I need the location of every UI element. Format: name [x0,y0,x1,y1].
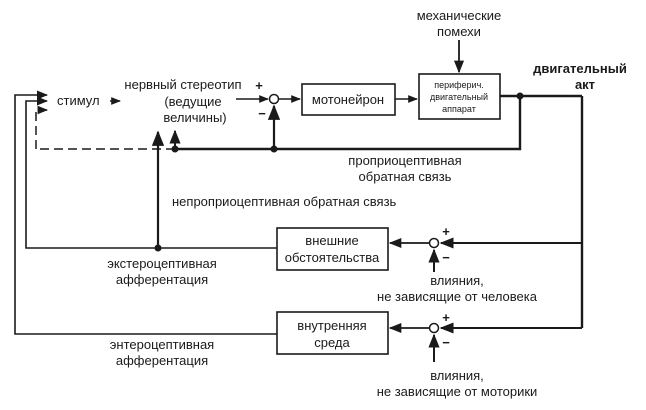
plus-sign-stereotype: + [255,78,263,93]
stereotype-label-1: нервный стереотип [124,77,241,92]
entero-label-1: энтероцептивная [110,337,214,352]
stereotype-label-2: (ведущие [164,94,221,109]
dashed-to-stimulus-line [35,105,49,149]
plus-sign-external: + [442,224,450,239]
proprio-label-2: обратная связь [359,169,452,184]
motor-act-label-1: двигательный [533,61,627,76]
nonproprio-label: непроприоцептивная обратная связь [172,194,397,209]
motor-act-label-2: акт [575,77,595,92]
peripheral-label-2: двигательный [430,92,488,102]
mechanical-noise-label-2: помехи [437,24,481,39]
entero-loop-line [14,90,277,335]
comparator-stereotype [268,93,280,105]
external-circumstances-box [276,227,389,271]
external-label-1: внешние [305,233,358,248]
stereotype-label-3: величины) [163,110,226,125]
internal-label-2: среда [314,335,350,350]
peripheral-label-3: аппарат [442,104,476,114]
internal-environment-box [276,311,389,355]
influence-human-label-1: влияния, [430,273,484,288]
proprio-label-1: проприоцептивная [348,153,461,168]
proprioceptive-feedback-line [175,99,522,151]
comparator-internal [428,322,440,334]
external-label-2: обстоятельства [285,250,380,265]
internal-label-1: внутренняя [297,318,366,333]
stimulus-label: стимул [57,93,100,108]
influence-human-label-2: не зависящие от человека [377,289,538,304]
minus-sign-stereotype: − [258,106,266,121]
minus-sign-external: − [442,250,450,265]
motoneuron-label: мотонейрон [312,92,384,107]
minus-sign-internal: − [442,335,450,350]
entero-label-2: афферентация [116,353,208,368]
extero-label-1: экстероцептивная [107,256,217,271]
comparator-external [428,237,440,249]
mechanical-noise-label-1: механические [417,8,502,23]
influence-motor-label-2: не зависящие от моторики [377,384,538,399]
extero-loop-line [25,96,277,249]
peripheral-label-1: периферич. [434,80,484,90]
influence-motor-label-1: влияния, [430,368,484,383]
plus-sign-internal: + [442,310,450,325]
extero-label-2: афферентация [116,272,208,287]
